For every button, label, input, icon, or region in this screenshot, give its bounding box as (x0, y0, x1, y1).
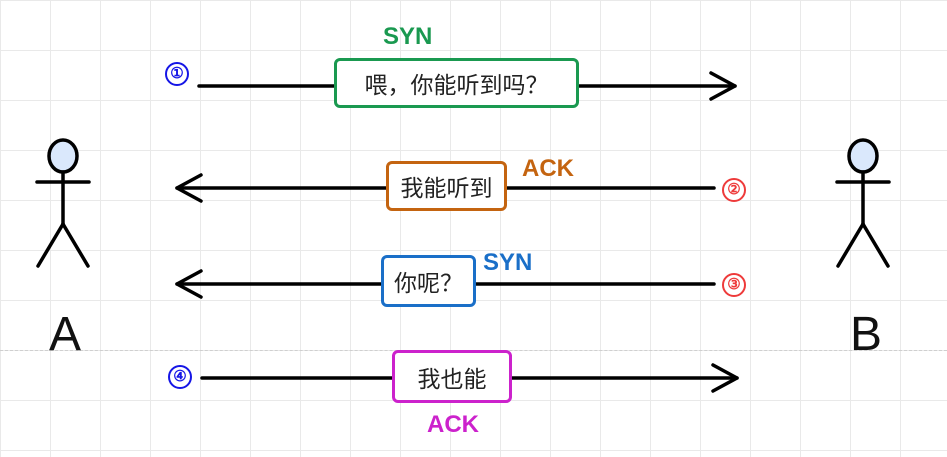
actor-a-label: A (49, 308, 82, 361)
flag-syn-step-1: SYN (383, 23, 433, 50)
actor-b-label: B (850, 308, 883, 361)
message-box-step-2: 我能听到 (386, 161, 507, 211)
step-1-marker: ① (165, 62, 189, 86)
step-4-marker: ④ (168, 365, 192, 389)
actor-a-figure (35, 138, 91, 268)
flag-ack-step-4: ACK (427, 411, 479, 438)
message-box-step-4: 我也能 (392, 350, 512, 403)
message-box-step-3: 你呢？ (381, 255, 476, 307)
flag-syn-step-3: SYN (483, 249, 533, 276)
message-box-step-1: 喂，你能听到吗？ (334, 58, 579, 108)
step-2-marker: ② (722, 178, 746, 202)
actor-b-figure (835, 138, 891, 268)
flag-ack-step-2: ACK (522, 155, 574, 182)
step-3-marker: ③ (722, 273, 746, 297)
